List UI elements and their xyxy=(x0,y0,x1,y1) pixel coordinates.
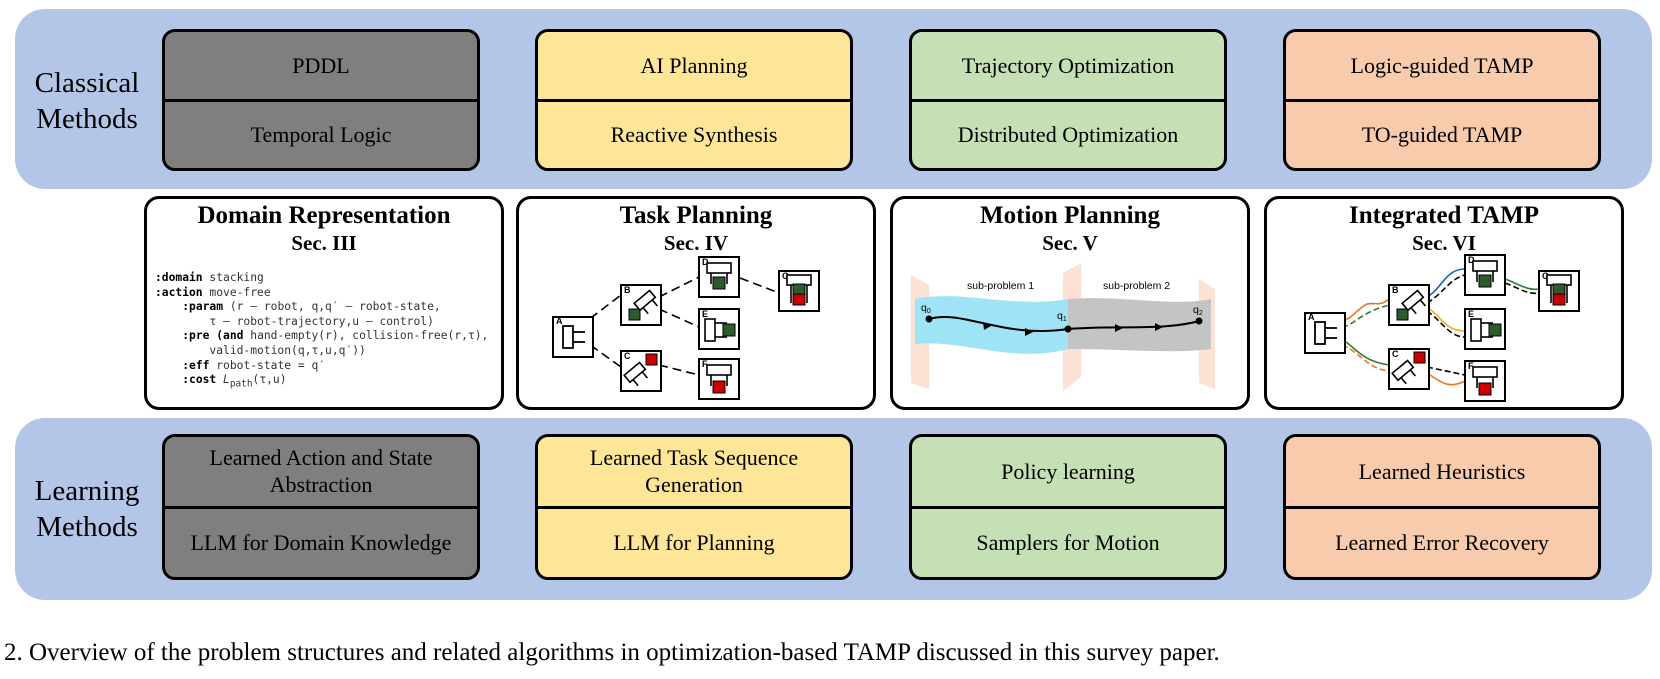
learning-box-task-sequence-generation: Learned Task Sequence Generation LLM for… xyxy=(535,434,853,580)
integrated-tamp-graph: A B C D E F G xyxy=(1304,254,1580,402)
box-bottom-label: Samplers for Motion xyxy=(976,530,1160,556)
svg-text:E: E xyxy=(1468,309,1474,319)
classical-box-logic-guided-tamp: Logic-guided TAMP TO-guided TAMP xyxy=(1283,29,1601,171)
box-bottom-label: Reactive Synthesis xyxy=(610,122,778,148)
classical-box-trajectory-optimization: Trajectory Optimization Distributed Opti… xyxy=(909,29,1227,171)
box-top-label: Learned Heuristics xyxy=(1286,437,1598,509)
learning-box-learned-heuristics: Learned Heuristics Learned Error Recover… xyxy=(1283,434,1601,580)
box-bottom-label: Distributed Optimization xyxy=(957,122,1179,148)
corridor-subproblem-2 xyxy=(1068,298,1211,352)
pddl-code-snippet: :domain stacking :action move-free :para… xyxy=(155,271,489,390)
learning-label-line2: Methods xyxy=(36,511,138,543)
panel-section: Sec. VI xyxy=(1412,231,1476,255)
svg-text:C: C xyxy=(1392,349,1399,359)
panel-section: Sec. V xyxy=(1042,231,1098,255)
node-B: B xyxy=(1388,284,1430,326)
svg-text:F: F xyxy=(702,359,708,369)
learning-box-policy-learning: Policy learning Samplers for Motion xyxy=(909,434,1227,580)
panel-task-planning: Task Planning Sec. IV A B C D E F G xyxy=(516,196,876,410)
classical-label-line2: Methods xyxy=(36,103,138,135)
node-E: E xyxy=(698,308,740,350)
box-bottom-label: LLM for Planning xyxy=(613,530,775,556)
svg-text:D: D xyxy=(1468,255,1475,265)
box-top-label: Learned Action and State Abstraction xyxy=(165,437,477,509)
box-top-label: PDDL xyxy=(165,32,477,102)
learning-methods-label: Learning Methods xyxy=(22,473,152,545)
motion-planning-illustration: sub-problem 1 sub-problem 2 q0 q1 q2 xyxy=(911,263,1215,391)
svg-text:E: E xyxy=(702,309,708,319)
svg-text:G: G xyxy=(782,271,789,281)
panel-section: Sec. III xyxy=(291,231,357,255)
svg-text:C: C xyxy=(624,351,631,361)
box-bottom-label: TO-guided TAMP xyxy=(1361,122,1523,148)
panel-title: Task Planning xyxy=(619,202,773,229)
figure-caption: 2. Overview of the problem structures an… xyxy=(4,639,1220,666)
box-top-label: Logic-guided TAMP xyxy=(1286,32,1598,102)
panel-title: Motion Planning xyxy=(980,202,1160,229)
panel-motion-planning: Motion Planning Sec. V sub-problem 1 sub… xyxy=(890,196,1250,410)
node-F: F xyxy=(1464,360,1506,402)
panel-section: Sec. IV xyxy=(663,231,729,255)
panel-domain-representation: Domain Representation Sec. III :domain s… xyxy=(144,196,504,410)
node-D: D xyxy=(1464,254,1506,296)
box-top-label: Learned Task Sequence Generation xyxy=(538,437,850,509)
panel-title: Integrated TAMP xyxy=(1348,202,1539,229)
svg-text:B: B xyxy=(624,285,631,295)
node-G: G xyxy=(1538,270,1580,312)
learning-label-line1: Learning xyxy=(34,475,140,507)
box-bottom-label: Temporal Logic xyxy=(250,122,392,148)
classical-box-ai-planning: AI Planning Reactive Synthesis xyxy=(535,29,853,171)
panel-title: Domain Representation xyxy=(197,202,451,229)
svg-text:B: B xyxy=(1392,285,1399,295)
subproblem-1-label: sub-problem 1 xyxy=(967,280,1034,292)
node-A: A xyxy=(1304,312,1346,354)
box-bottom-label: Learned Error Recovery xyxy=(1335,530,1549,556)
node-D: D xyxy=(698,256,740,298)
node-C: C xyxy=(1388,348,1430,390)
node-G: G xyxy=(778,270,820,312)
node-C: C xyxy=(620,350,662,392)
learning-box-action-state-abstraction: Learned Action and State Abstraction LLM… xyxy=(162,434,480,580)
subproblem-2-label: sub-problem 2 xyxy=(1103,280,1170,292)
node-F: F xyxy=(698,358,740,400)
svg-text:A: A xyxy=(556,316,563,326)
svg-text:A: A xyxy=(1308,312,1315,322)
svg-text:G: G xyxy=(1542,271,1549,281)
q2-label: q2 xyxy=(1193,304,1203,317)
box-top-label: Policy learning xyxy=(912,437,1224,509)
panel-integrated-tamp: Integrated TAMP Sec. VI A B C D E F G xyxy=(1264,196,1624,410)
box-top-label: Trajectory Optimization xyxy=(912,32,1224,102)
classical-methods-label: Classical Methods xyxy=(22,65,152,137)
svg-text:D: D xyxy=(702,257,709,267)
node-E: E xyxy=(1464,308,1506,350)
q1-label: q1 xyxy=(1057,310,1067,323)
classical-label-line1: Classical xyxy=(34,67,140,99)
node-A: A xyxy=(552,316,594,358)
box-bottom-label: LLM for Domain Knowledge xyxy=(190,530,452,556)
q0-label: q0 xyxy=(921,302,931,315)
node-B: B xyxy=(620,284,662,326)
task-planning-graph: A B C D E F G xyxy=(552,256,820,400)
classical-box-pddl: PDDL Temporal Logic xyxy=(162,29,480,171)
box-top-label: AI Planning xyxy=(538,32,850,102)
svg-text:F: F xyxy=(1468,361,1474,371)
